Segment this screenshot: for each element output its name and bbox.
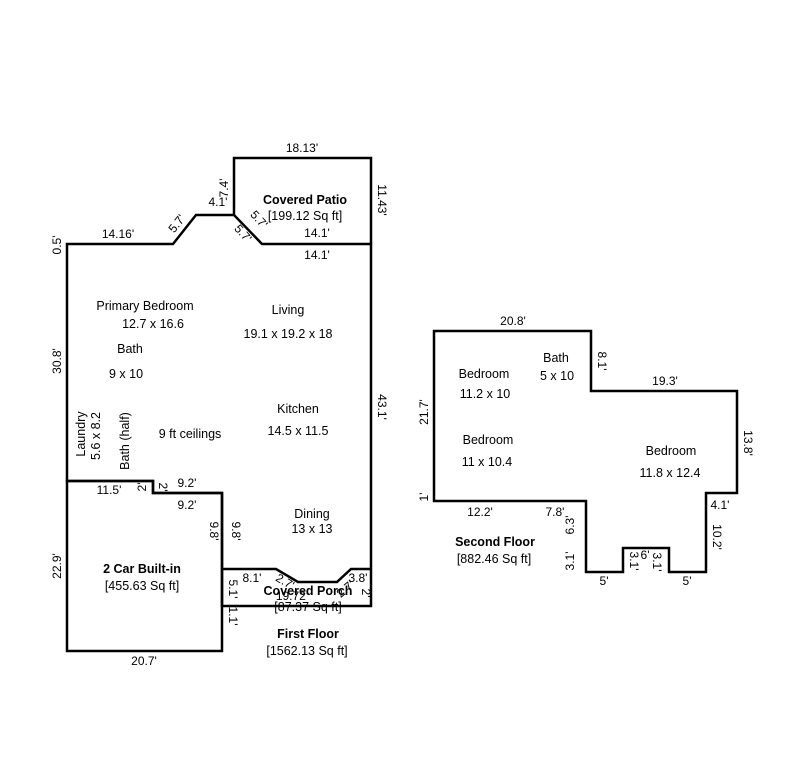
dimension-label: 21.7' bbox=[417, 399, 431, 425]
primary-bedroom-label: Primary Bedroom bbox=[96, 299, 193, 313]
covered-porch-label: Covered Porch bbox=[264, 584, 353, 598]
dimension-label: 19.3' bbox=[652, 374, 678, 388]
dimension-label: 11.5' bbox=[97, 483, 122, 497]
dimension-label: 20.7' bbox=[131, 654, 157, 668]
dimension-label: 5.7' bbox=[165, 212, 188, 236]
covered-porch-outline bbox=[222, 567, 371, 584]
dimension-label: 10.2' bbox=[710, 524, 724, 550]
bath-half-label: Bath (half) bbox=[118, 412, 132, 470]
kitchen-size: 14.5 x 11.5 bbox=[268, 424, 329, 438]
living-label: Living bbox=[272, 303, 305, 317]
dimension-label: 2' bbox=[135, 483, 149, 492]
dimension-label: 8.1' bbox=[243, 571, 262, 585]
dimension-label: 30.8' bbox=[50, 348, 64, 374]
dimension-label: 3.1' bbox=[650, 553, 664, 572]
dimension-label: 13.8' bbox=[741, 430, 755, 456]
bath-size: 9 x 10 bbox=[109, 367, 143, 381]
dimension-label: 9.2' bbox=[178, 498, 197, 512]
garage-outline bbox=[65, 479, 224, 653]
dimension-label: 14.16' bbox=[102, 227, 134, 241]
first-floor-outline bbox=[65, 213, 373, 608]
covered-patio-label: Covered Patio bbox=[263, 193, 347, 207]
garage-area: [455.63 Sq ft] bbox=[105, 579, 179, 593]
dimension-label: 2' bbox=[359, 589, 373, 598]
dimension-label: 5.7' bbox=[231, 222, 254, 245]
first-floor: Covered Patio [199.12 Sq ft] Primary Bed… bbox=[50, 141, 389, 668]
dimension-label: 1' bbox=[417, 493, 431, 502]
second-bath-size: 5 x 10 bbox=[540, 369, 574, 383]
second-floor: Bedroom 11.2 x 10 Bath 5 x 10 Bedroom 11… bbox=[417, 314, 755, 588]
bedroom-3-label: Bedroom bbox=[646, 444, 697, 458]
dimension-label: 20.8' bbox=[500, 314, 526, 328]
covered-porch-area: [87.37 Sq ft] bbox=[274, 600, 341, 614]
living-size: 19.1 x 19.2 x 18 bbox=[244, 327, 333, 341]
bedroom-2-label: Bedroom bbox=[463, 433, 514, 447]
dimension-label: 5' bbox=[683, 574, 692, 588]
bedroom-2-size: 11 x 10.4 bbox=[462, 455, 513, 469]
covered-patio-outline bbox=[232, 156, 373, 244]
dimension-label: 19.72' bbox=[276, 589, 308, 603]
dimension-label: 22.9' bbox=[50, 553, 64, 579]
dimension-label: 5.1' bbox=[226, 580, 240, 599]
dining-label: Dining bbox=[294, 507, 329, 521]
dimension-label: 3.8' bbox=[349, 571, 368, 585]
second-floor-title: Second Floor bbox=[455, 535, 535, 549]
second-bath-label: Bath bbox=[543, 351, 569, 365]
dimension-label: 3.1' bbox=[563, 552, 577, 571]
ceiling-note: 9 ft ceilings bbox=[159, 427, 222, 441]
dimension-label: 5' bbox=[600, 574, 609, 588]
bedroom-3-size: 11.8 x 12.4 bbox=[640, 466, 701, 480]
primary-bedroom-size: 12.7 x 16.6 bbox=[122, 317, 184, 331]
dimension-label: 9.2' bbox=[178, 476, 197, 490]
bedroom-1-label: Bedroom bbox=[459, 367, 510, 381]
dimension-label: 9.8' bbox=[207, 522, 221, 541]
kitchen-label: Kitchen bbox=[277, 402, 319, 416]
dining-size: 13 x 13 bbox=[291, 522, 332, 536]
dimension-label: 18.13' bbox=[286, 141, 318, 155]
dimension-label: 6' bbox=[641, 548, 650, 562]
dimension-label: 1.1' bbox=[226, 607, 240, 626]
dimension-label: 14.1' bbox=[304, 248, 330, 262]
dimension-label: 11.43' bbox=[375, 184, 389, 215]
covered-patio-area: [199.12 Sq ft] bbox=[268, 209, 342, 223]
dimension-label: 2' bbox=[156, 483, 170, 492]
bath-label: Bath bbox=[117, 342, 143, 356]
dimension-label: 3.1' bbox=[627, 552, 641, 571]
dimension-label: 14.1' bbox=[304, 226, 330, 240]
dimension-label: 0.5' bbox=[50, 236, 64, 255]
first-floor-title: First Floor bbox=[277, 627, 339, 641]
dimension-label: 8.1' bbox=[595, 352, 609, 371]
dimension-label: 7.4' bbox=[217, 179, 231, 198]
first-floor-area: [1562.13 Sq ft] bbox=[266, 644, 347, 658]
dimension-label: 4.1' bbox=[209, 195, 228, 209]
dimension-label: 6.3' bbox=[563, 516, 577, 535]
laundry-size: 5.6 x 8.2 bbox=[89, 412, 103, 460]
dimension-label: 7.8' bbox=[546, 505, 565, 519]
laundry-label: Laundry bbox=[74, 411, 88, 457]
dimension-label: 4.1' bbox=[711, 498, 730, 512]
bedroom-1-size: 11.2 x 10 bbox=[460, 387, 511, 401]
dimension-label: 9.8' bbox=[229, 522, 243, 541]
dimension-label: 12.2' bbox=[467, 505, 493, 519]
second-floor-outline bbox=[432, 329, 739, 574]
second-floor-area: [882.46 Sq ft] bbox=[457, 552, 531, 566]
garage-label: 2 Car Built-in bbox=[103, 562, 181, 576]
dimension-label: 43.1' bbox=[375, 394, 389, 420]
